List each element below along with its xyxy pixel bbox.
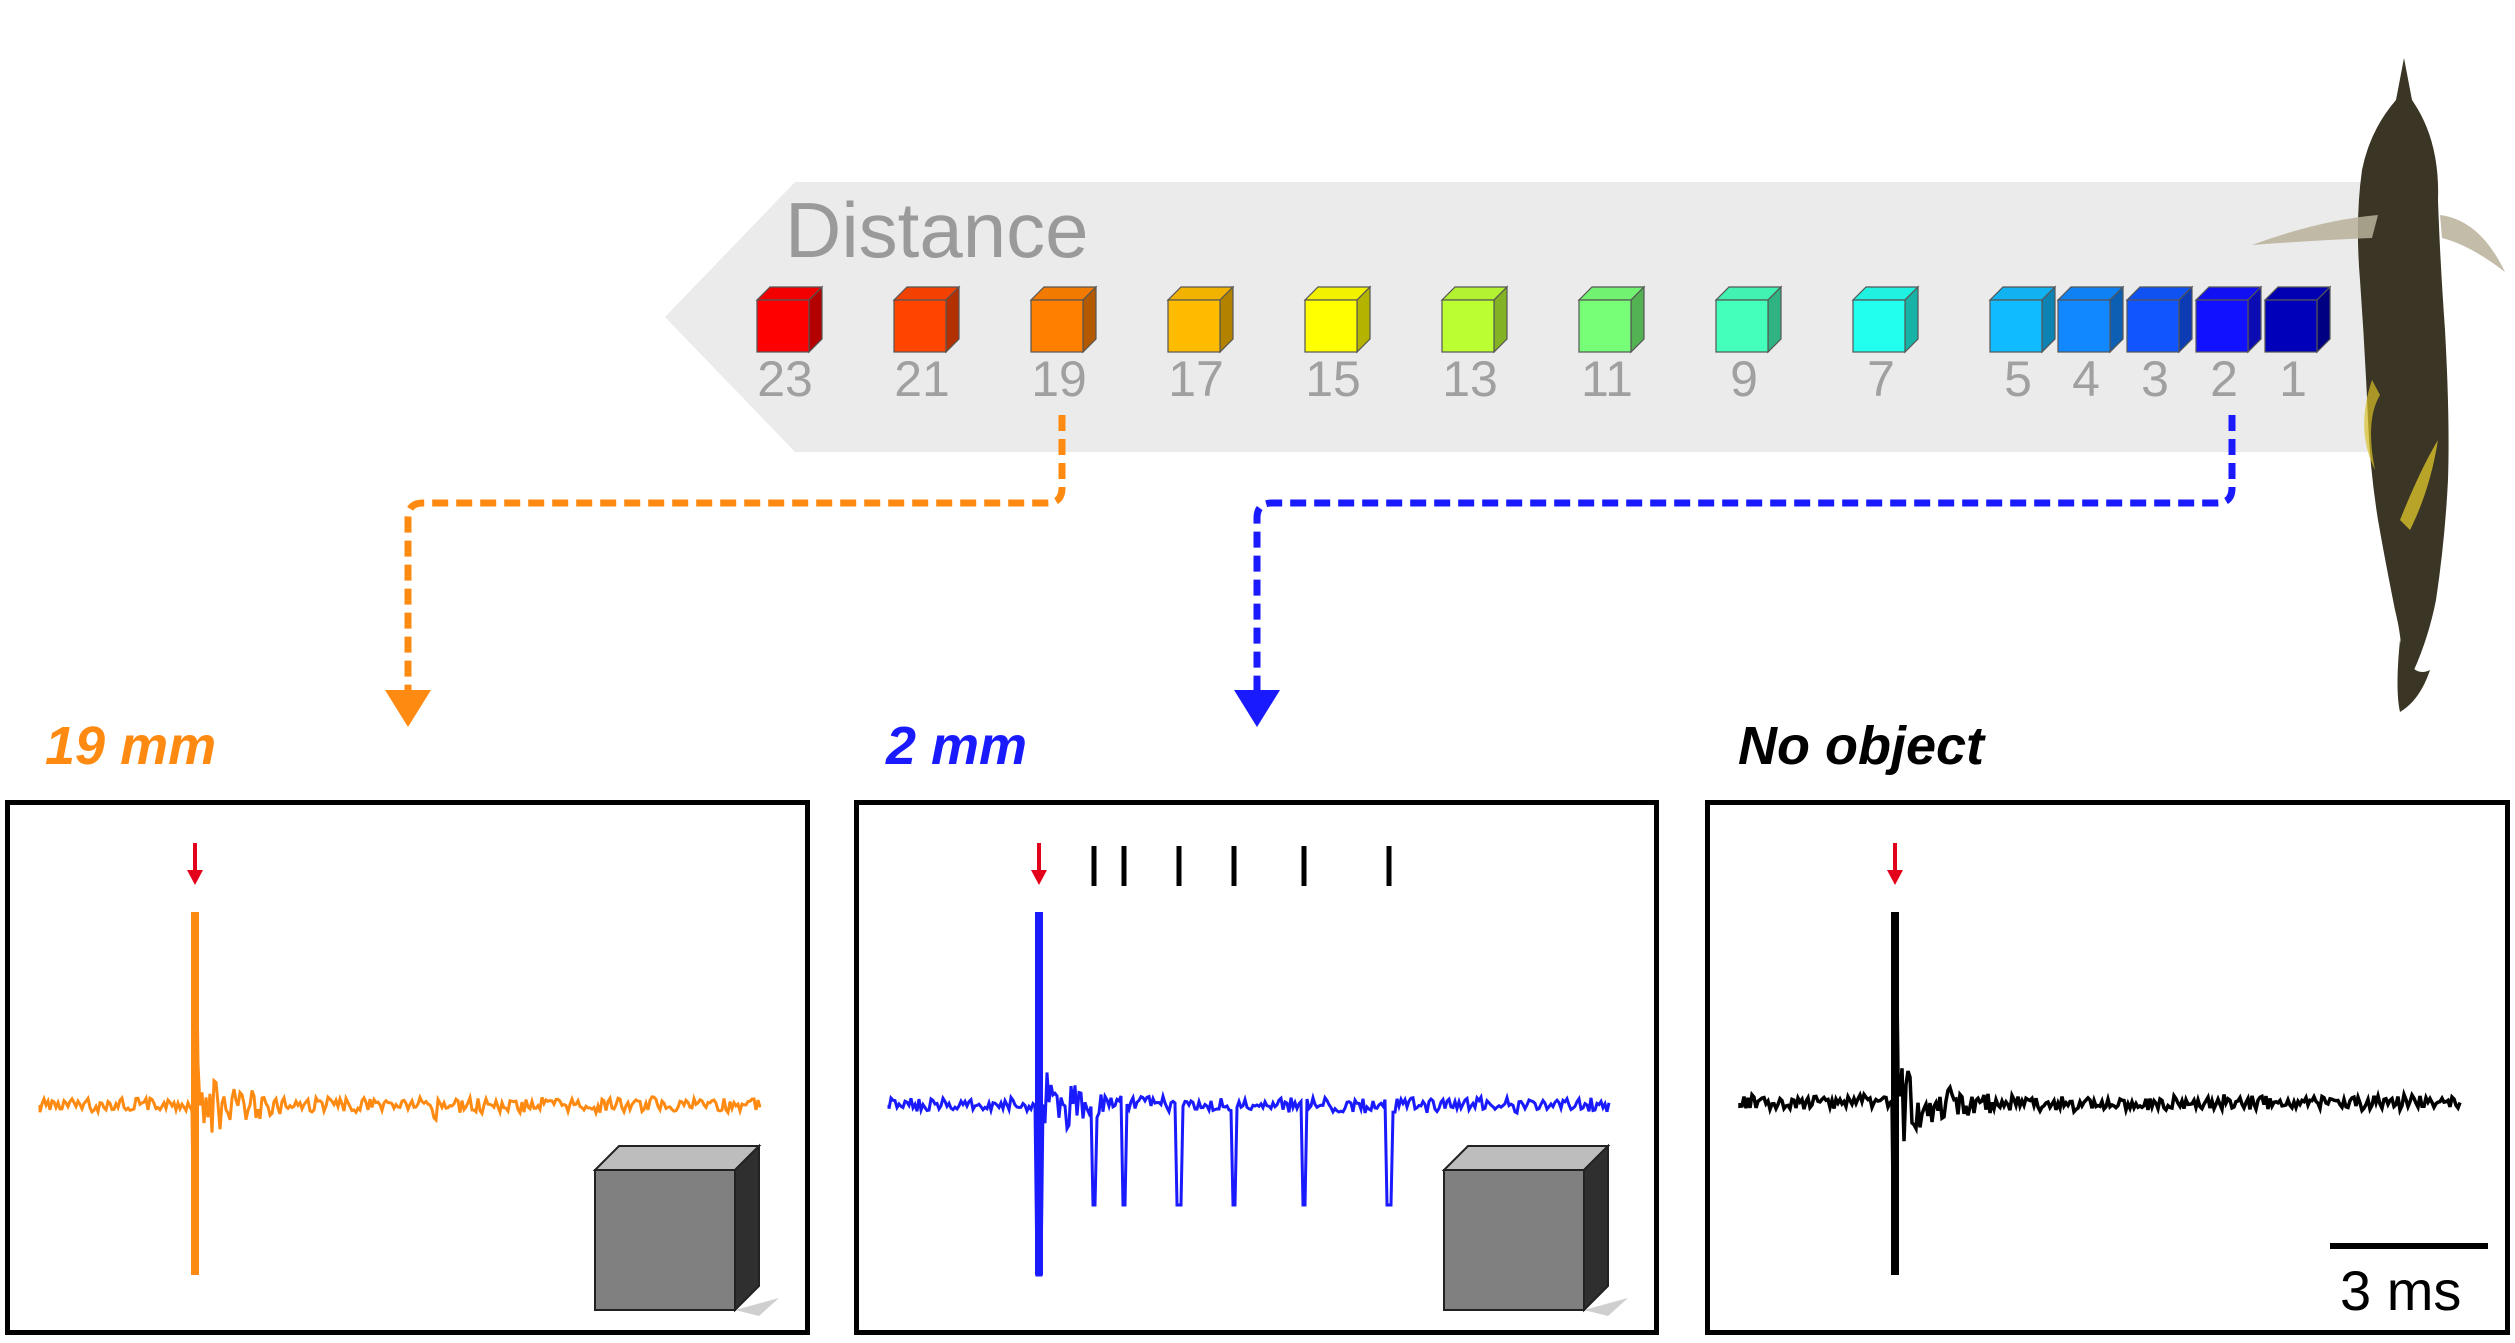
cube-icon	[592, 1143, 779, 1316]
echo-marker	[1176, 846, 1182, 886]
distance-cube-17	[1166, 285, 1235, 354]
panel-3	[1705, 800, 2510, 1335]
distance-label-21: 21	[894, 351, 950, 407]
echo-marker	[1231, 846, 1237, 886]
distance-label-23: 23	[757, 351, 813, 407]
distance-title: Distance	[785, 186, 1089, 274]
distance-cubes	[755, 285, 2332, 354]
panel-2	[854, 800, 1659, 1335]
distance-cube-15	[1303, 285, 1372, 354]
echo-marker	[1091, 846, 1097, 886]
traces	[5, 800, 2510, 1335]
distance-label-13: 13	[1442, 351, 1498, 407]
distance-label-19: 19	[1031, 351, 1087, 407]
scale-bar-label: 3 ms	[2340, 1259, 2462, 1322]
echo-marker	[1386, 846, 1392, 886]
far-connector	[404, 415, 1066, 690]
distance-label-15: 15	[1305, 351, 1361, 407]
signal-trace	[38, 911, 762, 1276]
distance-cube-19	[1029, 285, 1098, 354]
distance-cube-23	[755, 285, 824, 354]
distance-label-4: 4	[2072, 351, 2100, 407]
distance-label-9: 9	[1730, 351, 1758, 407]
near-connector	[1253, 415, 2236, 690]
distance-label-7: 7	[1867, 351, 1895, 407]
far-arrowhead	[385, 690, 431, 727]
panel-label-far: 19 mm	[45, 716, 217, 776]
distance-label-11: 11	[1581, 351, 1633, 407]
distance-cube-3	[2125, 285, 2194, 354]
panel-label-near: 2 mm	[886, 716, 1028, 776]
panel-label-none: No object	[1738, 716, 1985, 776]
distance-label-1: 1	[2279, 351, 2307, 407]
signal-trace	[1738, 911, 2462, 1276]
down-arrow-icon	[1887, 843, 1903, 885]
distance-cube-9	[1714, 285, 1783, 354]
distance-cube-2	[2194, 285, 2263, 354]
down-arrow-icon	[1031, 843, 1047, 885]
distance-cube-5	[1988, 285, 2057, 354]
cube-icon	[1441, 1143, 1628, 1316]
near-arrowhead	[1234, 690, 1280, 727]
signal-trace	[887, 1072, 1611, 1277]
distance-label-5: 5	[2004, 351, 2032, 407]
panel-1	[5, 800, 810, 1335]
pulse-peak	[191, 912, 199, 1275]
distance-cube-21	[892, 285, 961, 354]
distance-band	[665, 182, 2380, 452]
pulse-peak	[1035, 912, 1043, 1275]
distance-cube-11	[1577, 285, 1646, 354]
echo-marker	[1121, 846, 1127, 886]
panel-frame	[1705, 800, 2510, 1335]
distance-cube-1	[2263, 285, 2332, 354]
scale-bar	[2330, 1243, 2488, 1249]
distance-cube-13	[1440, 285, 1509, 354]
down-arrow-icon	[187, 843, 203, 885]
distance-label-2: 2	[2210, 351, 2238, 407]
distance-label-17: 17	[1168, 351, 1224, 407]
fish-image	[2252, 58, 2505, 712]
distance-cube-4	[2056, 285, 2125, 354]
echo-marker	[1301, 846, 1307, 886]
pulse-peak	[1891, 912, 1899, 1275]
distance-cube-7	[1851, 285, 1920, 354]
distance-label-3: 3	[2141, 351, 2169, 407]
